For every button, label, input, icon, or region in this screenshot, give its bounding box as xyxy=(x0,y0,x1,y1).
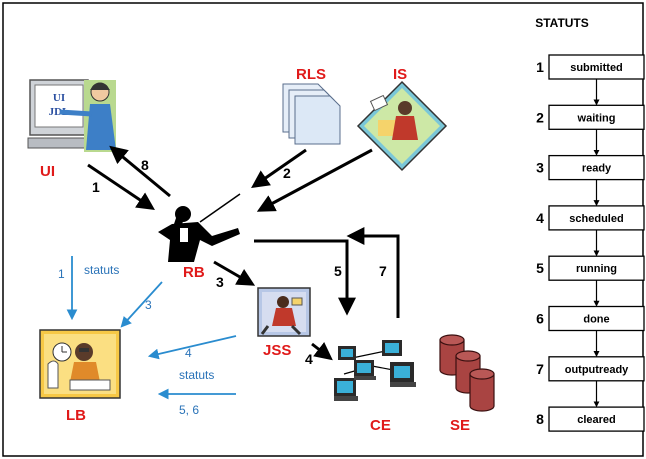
status-label: waiting xyxy=(577,112,616,124)
jss-label: JSS xyxy=(263,342,291,359)
status-number: 3 xyxy=(536,160,544,176)
status-number: 6 xyxy=(536,311,544,327)
blue-label-5-6: 5, 6 xyxy=(179,403,199,417)
status-number: 5 xyxy=(536,260,544,276)
arrow-ce-to-rb xyxy=(346,227,400,318)
blue-label-1: 1 xyxy=(58,267,65,281)
status-panel-title: STATUTS xyxy=(535,16,589,30)
arrow-label-7: 7 xyxy=(379,263,387,279)
arrow-label-1: 1 xyxy=(92,179,100,195)
lb-label: LB xyxy=(66,407,86,424)
status-box xyxy=(548,406,645,432)
arrow-jss-to-ce xyxy=(311,342,333,361)
job-submission-service-icon xyxy=(257,287,311,337)
status-box xyxy=(548,205,645,231)
information-system-icon xyxy=(356,80,448,172)
status-box xyxy=(548,154,645,181)
blue-label-4: 4 xyxy=(185,346,192,360)
ce-label: CE xyxy=(370,417,391,434)
arrow-label-8: 8 xyxy=(141,157,149,173)
arrow-ui-to-rb xyxy=(87,163,155,211)
arrow-blue-to-lb-3 xyxy=(120,281,163,328)
status-number: 1 xyxy=(536,59,544,75)
blue-label-statuts-1: statuts xyxy=(84,263,119,277)
user-interface-icon: UI JDL xyxy=(27,79,116,152)
status-number: 8 xyxy=(536,411,544,427)
logging-bookkeeping-icon xyxy=(39,329,121,399)
ui-screen-text-1: UI xyxy=(53,92,65,104)
status-label: submitted xyxy=(570,62,623,74)
ui-label: UI xyxy=(40,163,55,180)
status-box xyxy=(548,54,645,80)
rb-label: RB xyxy=(183,264,205,281)
status-label: cleared xyxy=(577,414,616,426)
status-number: 4 xyxy=(536,210,544,226)
rls-documents-icon xyxy=(282,83,341,145)
ui-screen-text-2: JDL xyxy=(49,106,70,118)
arrow-rls-to-rb xyxy=(251,148,307,189)
rls-label: RLS xyxy=(296,66,326,83)
status-label: outputready xyxy=(565,364,629,376)
resource-broker-icon xyxy=(158,193,241,262)
status-number: 2 xyxy=(536,109,544,125)
arrow-label-2: 2 xyxy=(283,165,291,181)
status-label: scheduled xyxy=(569,213,623,225)
status-number: 7 xyxy=(536,361,544,377)
blue-label-3: 3 xyxy=(145,298,152,312)
status-box xyxy=(548,356,645,382)
status-label: done xyxy=(583,314,609,326)
arrow-label-4: 4 xyxy=(305,351,313,367)
arrow-is-to-rb xyxy=(256,148,373,212)
computing-element-icon xyxy=(334,340,416,401)
storage-element-icon xyxy=(439,334,495,412)
status-label: ready xyxy=(582,163,612,175)
status-box xyxy=(548,305,645,332)
arrow-label-5: 5 xyxy=(334,263,342,279)
arrow-rb-to-ui xyxy=(109,145,171,198)
se-label: SE xyxy=(450,417,470,434)
is-label: IS xyxy=(393,66,407,83)
status-label: running xyxy=(576,263,617,275)
arrow-blue-to-lb-4 xyxy=(147,335,237,360)
status-box xyxy=(548,255,645,281)
arrow-rb-to-jss xyxy=(213,260,256,286)
arrow-label-3: 3 xyxy=(216,274,224,290)
blue-label-statuts-2: statuts xyxy=(179,368,214,382)
status-list: submitted 1 waiting 2 ready 3 scheduled 4 runnin… xyxy=(536,54,645,432)
